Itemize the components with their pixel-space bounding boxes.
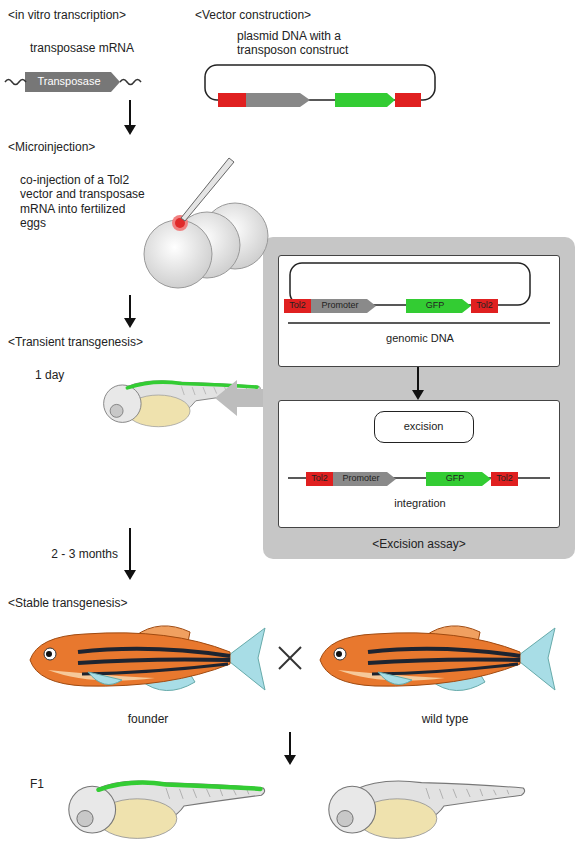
- node-text: co-injection of a Tol2 vector and transp…: [20, 173, 145, 231]
- node-heading: integration: [279, 497, 561, 510]
- arrow-shape: [215, 380, 263, 416]
- node-heading: Tol2: [471, 300, 498, 311]
- promoter-element-shape: [311, 299, 376, 313]
- stage-group: <Microinjection> co-injection of a Tol2 v…: [5, 135, 285, 295]
- arrow-head: [124, 125, 136, 135]
- transposase-gene: Transposase: [25, 72, 120, 92]
- stage-group: <in vitro transcription>transposase mRNA…: [5, 5, 185, 100]
- tol2-element: Tol2: [284, 299, 311, 313]
- node-heading: Promoter: [311, 300, 369, 311]
- tol2-element-shape: [471, 299, 498, 313]
- fertilized-eggs: [144, 158, 268, 288]
- f1-embryo-gfp: [69, 781, 265, 838]
- node-heading: Tol2: [306, 473, 333, 484]
- flow-arrow: [124, 528, 136, 580]
- embryo-1day: [104, 381, 261, 427]
- assay-box: integrationexcisionTol2PromoterGFPTol2: [278, 400, 560, 528]
- node-heading: <Microinjection>: [8, 140, 278, 154]
- tol2-element: Tol2: [491, 472, 518, 486]
- feedback-arrow: [215, 380, 263, 416]
- edge-label: 2 - 3 months: [18, 547, 118, 561]
- arrow-head: [284, 755, 296, 765]
- arrow-head: [124, 570, 136, 580]
- node-text: founder: [48, 712, 248, 726]
- node-heading: Transposase: [25, 75, 113, 88]
- promoter-element: Promoter: [311, 299, 376, 313]
- stage-group: <Vector construction> plasmid DNA with a …: [195, 5, 450, 105]
- plasmid-vector: [205, 65, 435, 107]
- promoter-element: Promoter: [333, 472, 396, 486]
- flow-arrow: [284, 732, 296, 765]
- tol2-element: Tol2: [306, 472, 333, 486]
- node-heading: <Stable transgenesis>: [8, 596, 308, 610]
- node-heading: Tol2: [491, 473, 518, 484]
- node-heading: Tol2: [284, 300, 311, 311]
- node-heading: F1: [30, 777, 90, 791]
- stage-group: <Transient transgenesis> 1 day: [5, 328, 215, 528]
- node-heading: Promoter: [333, 473, 389, 484]
- node-heading: genomic DNA: [279, 332, 561, 345]
- arrow-head: [124, 318, 136, 328]
- node-heading: <Excision assay>: [263, 537, 575, 551]
- stage-group: F1: [5, 765, 575, 840]
- founder-fish: [30, 626, 265, 691]
- node-text: wild type: [345, 712, 545, 726]
- f1-embryo-plain: [329, 781, 525, 838]
- node-heading: <in vitro transcription>: [8, 8, 188, 22]
- gfp-element: GFP: [426, 472, 491, 486]
- node-heading: GFP: [426, 473, 484, 484]
- node-text: plasmid DNA with a transposon construct: [237, 29, 372, 58]
- tol2-element-shape: [306, 472, 333, 486]
- node-text: 1 day: [35, 368, 135, 382]
- node-heading: excision: [375, 420, 472, 433]
- flow-arrow: [124, 100, 136, 135]
- gfp-element-shape: [426, 472, 491, 486]
- arrow-line: [129, 100, 131, 126]
- cross-symbol: [279, 647, 301, 669]
- tol2-element-shape: [284, 299, 311, 313]
- arrow-line: [129, 528, 131, 571]
- node-heading: <Vector construction>: [195, 8, 445, 22]
- promoter-element-shape: [333, 472, 396, 486]
- gfp-element: GFP: [406, 299, 471, 313]
- node-text: transposase mRNA: [30, 41, 190, 55]
- stage-group: <Stable transgenesis> founder wild type: [5, 580, 575, 732]
- node-heading: <Transient transgenesis>: [8, 335, 208, 349]
- flow-arrow: [124, 295, 136, 328]
- excision-circle: excision: [374, 411, 474, 443]
- arrow-line: [289, 732, 291, 756]
- transposase-gene-shape: [25, 72, 120, 92]
- node-heading: GFP: [406, 300, 464, 311]
- assay-panel: <Excision assay>genomic DNATol2PromoterG…: [263, 237, 575, 559]
- gfp-element-shape: [406, 299, 471, 313]
- assay-box: genomic DNATol2PromoterGFPTol2: [278, 255, 560, 367]
- tol2-element-shape: [491, 472, 518, 486]
- tol2-element: Tol2: [471, 299, 498, 313]
- arrow-line: [129, 295, 131, 319]
- wildtype-fish: [320, 626, 555, 691]
